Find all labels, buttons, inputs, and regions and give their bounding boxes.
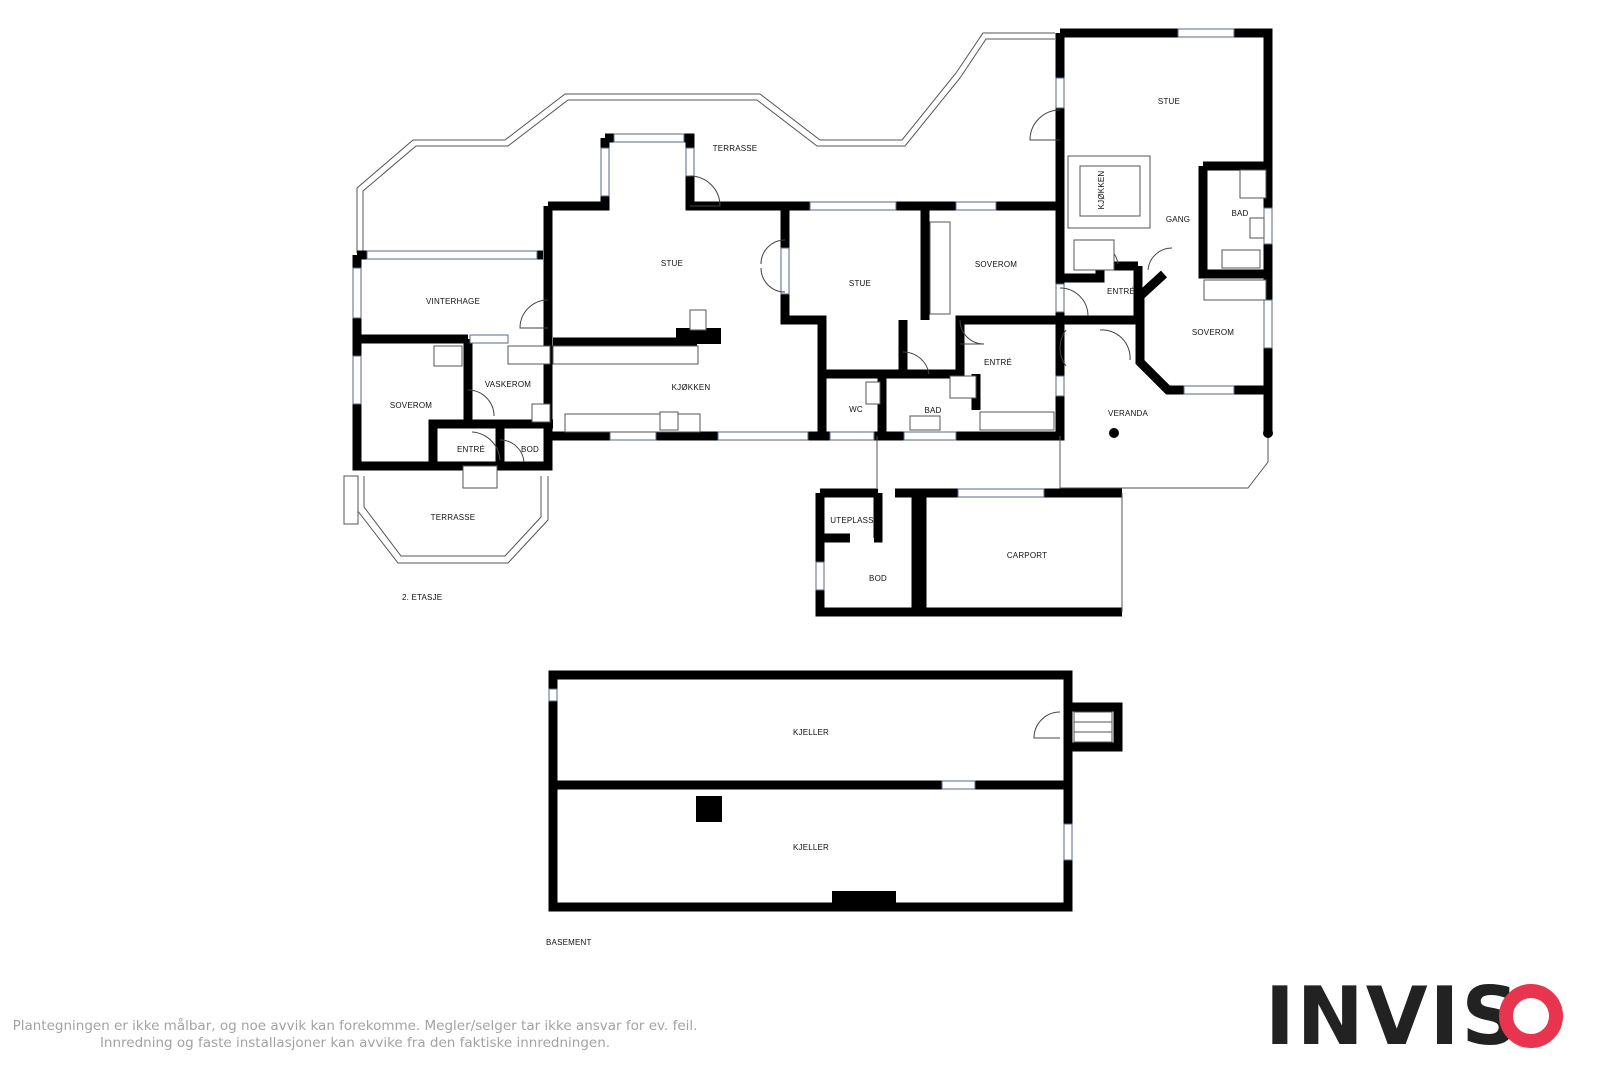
room-label-kjeller-bottom: KJELLER: [793, 843, 829, 852]
logo-text: INVIS: [1265, 972, 1521, 1052]
walls-right-block: [1055, 28, 1273, 433]
room-label-uteplass: UTEPLASS: [830, 516, 873, 525]
disclaimer-line-2: Innredning og faste installasjoner kan a…: [99, 1034, 611, 1051]
room-label-bad-mid: BAD: [924, 406, 941, 415]
room-label-stue-right: STUE: [1158, 97, 1180, 106]
logo-o-ring: [1499, 984, 1563, 1048]
room-label-kjokken-right: KJØKKEN: [1097, 171, 1106, 210]
walls-outbuildings: [815, 488, 1123, 617]
floor-label-2-etasje: 2. ETASJE: [402, 593, 442, 602]
floor-label-basement: BASEMENT: [546, 938, 592, 947]
inviso-logo: INVIS: [1265, 972, 1563, 1052]
disclaimer: Plantegningen er ikke målbar, og noe avv…: [0, 1018, 710, 1051]
disclaimer-line-1: Plantegningen er ikke målbar, og noe avv…: [12, 1018, 698, 1034]
room-label-soverom-left: SOVEROM: [390, 401, 432, 410]
room-label-veranda: VERANDA: [1108, 409, 1149, 418]
floor-2-etasje: TERRASSE STUE VINTERHAGE STUE SOVEROM ST…: [343, 28, 1273, 739]
room-label-stue-main: STUE: [661, 259, 683, 268]
veranda-outline: [876, 428, 1273, 489]
room-label-bod-left: BOD: [521, 445, 539, 454]
room-label-carport: CARPORT: [1007, 551, 1047, 560]
room-label-terrasse-bottom: TERRASSE: [431, 513, 476, 522]
room-label-terrasse-top: TERRASSE: [713, 144, 758, 153]
terrace-bottom-outline: [343, 465, 549, 564]
room-label-entre-right: ENTRÉ: [1107, 287, 1135, 296]
room-label-entre-mid: ENTRÉ: [984, 358, 1012, 367]
windows: [352, 28, 1273, 591]
room-label-wc: WC: [849, 405, 863, 414]
room-labels-2-etasje: TERRASSE STUE VINTERHAGE STUE SOVEROM ST…: [390, 97, 1248, 602]
room-label-gang: GANG: [1166, 215, 1190, 224]
room-label-kjeller-top: KJELLER: [793, 728, 829, 737]
room-label-soverom-right: SOVEROM: [1192, 328, 1234, 337]
terrace-top-outline: [356, 32, 1055, 253]
room-label-vaskerom: VASKEROM: [485, 380, 531, 389]
room-label-kjokken-main: KJØKKEN: [672, 383, 711, 392]
fixtures: [433, 155, 1267, 433]
room-label-soverom-mid: SOVEROM: [975, 260, 1017, 269]
room-label-stue-mid: STUE: [849, 279, 871, 288]
floor-basement: KJELLER KJELLER BASEMENT: [546, 670, 1123, 947]
room-label-bad-right: BAD: [1231, 209, 1248, 218]
doors: [467, 109, 1173, 739]
room-label-vinterhage: VINTERHAGE: [426, 297, 480, 306]
room-label-bod-bottom: BOD: [869, 574, 887, 583]
room-label-entre-left: ENTRÉ: [457, 445, 485, 454]
